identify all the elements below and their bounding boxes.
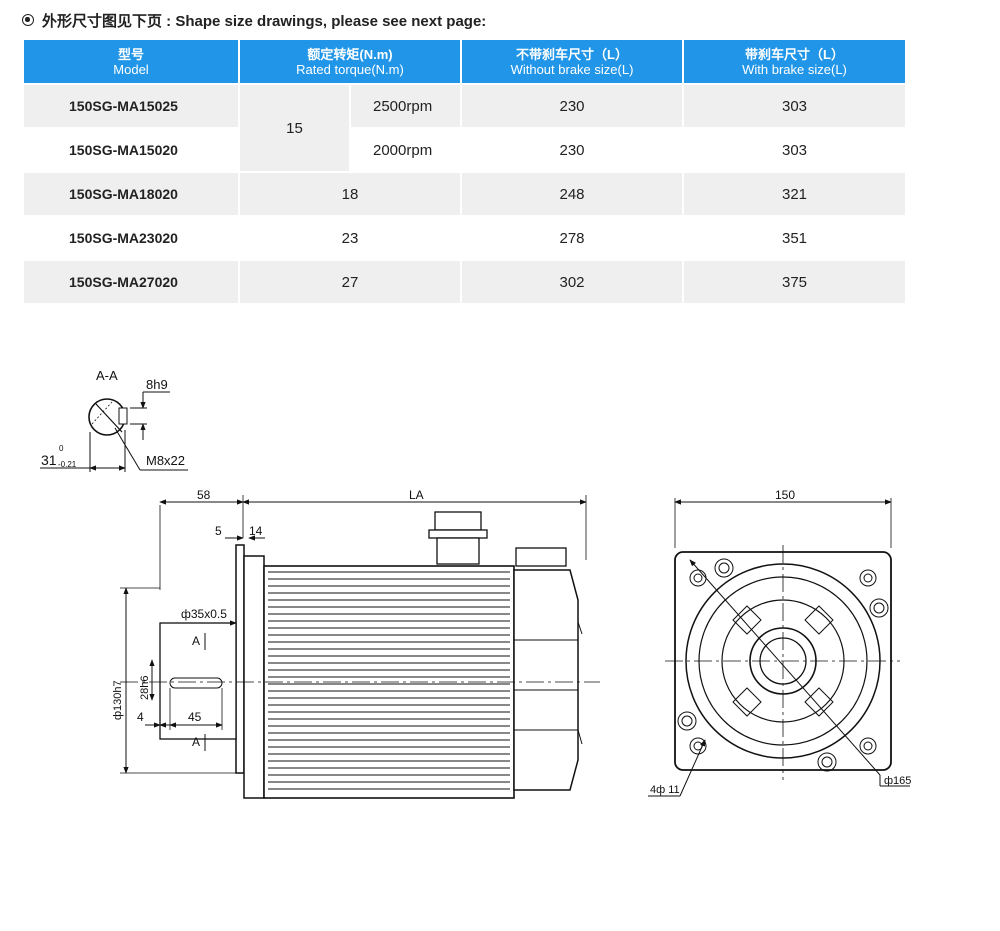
section-label: A-A	[96, 368, 118, 383]
with-brake-cell: 351	[683, 215, 905, 260]
encoder-connector	[515, 547, 567, 567]
model-cell: 150SG-MA18020	[24, 171, 240, 216]
without-brake-cell: 230	[461, 83, 684, 128]
model-cell: 150SG-MA15025	[24, 83, 240, 128]
shaft-tol-lower: -0.21	[58, 460, 77, 469]
dim-shaft-dia: ф35x0.5	[181, 607, 227, 621]
header-torque: 额定转矩(N.m)Rated torque(N.m)	[239, 40, 462, 84]
thread-label: M8x22	[146, 453, 185, 468]
dim-58: 58	[197, 488, 211, 502]
torque-cell: 15	[239, 83, 351, 172]
without-brake-cell: 248	[461, 171, 684, 216]
without-brake-cell: 302	[461, 259, 684, 303]
cooling-fins: // fins drawn below by script	[268, 571, 510, 790]
table-row: 150SG-MA18020 18 248 321	[24, 171, 905, 216]
key-width-label: 8h9	[146, 377, 168, 392]
dim-4: 4	[137, 710, 144, 724]
table-row: 150SG-MA15025 15 2500rpm 230 303	[24, 83, 905, 172]
dim-pilot: ф130h7	[112, 680, 124, 720]
torque-cell: 27	[239, 259, 462, 303]
dim-holes: 4ф 11	[650, 784, 680, 796]
page-heading: 外形尺寸图见下页 : Shape size drawings, please s…	[22, 9, 486, 31]
table-row: 150SG-MA23020 23 278 351	[24, 215, 905, 260]
torque-cell: 18	[239, 171, 462, 216]
hole	[689, 737, 707, 755]
model-cell: 150SG-MA27020	[24, 259, 240, 303]
hole	[859, 569, 877, 587]
shaft-depth-label: 31	[41, 452, 57, 468]
keyway	[118, 407, 128, 425]
power-connector	[434, 511, 482, 531]
hole	[859, 737, 877, 755]
dim-14: 14	[249, 524, 263, 538]
target-bullet-icon	[22, 14, 34, 26]
encoder-housing	[513, 569, 579, 791]
table-row: 150SG-MA27020 27 302 375	[24, 259, 905, 303]
section-mark-top: A	[192, 634, 200, 648]
flange	[235, 544, 245, 774]
torque-cell: 23	[239, 215, 462, 260]
rpm-cell: 2500rpm	[350, 83, 462, 128]
section-view: A-A 8h9 31 0 -0.21 M8x22	[40, 368, 188, 472]
header-with-brake: 带刹车尺寸（L）With brake size(L)	[683, 40, 905, 84]
dim-5: 5	[215, 524, 222, 538]
section-mark-bottom: A	[192, 735, 200, 749]
model-cell: 150SG-MA23020	[24, 215, 240, 260]
shaft-tol-upper: 0	[59, 444, 64, 453]
shaft	[159, 622, 237, 740]
dim-150: 150	[775, 488, 795, 502]
with-brake-cell: 375	[683, 259, 905, 303]
heading-text: 外形尺寸图见下页 : Shape size drawings, please s…	[42, 12, 487, 30]
dim-key-height: 28h6	[139, 676, 151, 700]
side-view: 58 LA 5 14 // fins drawn below by script	[112, 488, 600, 799]
shaft-key	[169, 677, 223, 689]
model-cell: 150SG-MA15020	[24, 127, 240, 172]
with-brake-cell: 321	[683, 171, 905, 216]
without-brake-cell: 278	[461, 215, 684, 260]
rpm-cell: 2000rpm	[350, 127, 462, 172]
header-without-brake: 不带刹车尺寸（L）Without brake size(L)	[461, 40, 684, 84]
table-row: 150SG-MA15020 2000rpm 230 303	[24, 127, 905, 172]
dim-la: LA	[409, 488, 424, 502]
dim-pcd: ф165	[884, 775, 911, 787]
with-brake-cell: 303	[683, 83, 905, 128]
front-view: 150 ф165 4ф 11	[648, 488, 911, 797]
dim-45: 45	[188, 710, 202, 724]
front-shaft	[749, 627, 817, 695]
with-brake-cell: 303	[683, 127, 905, 172]
without-brake-cell: 230	[461, 127, 684, 172]
